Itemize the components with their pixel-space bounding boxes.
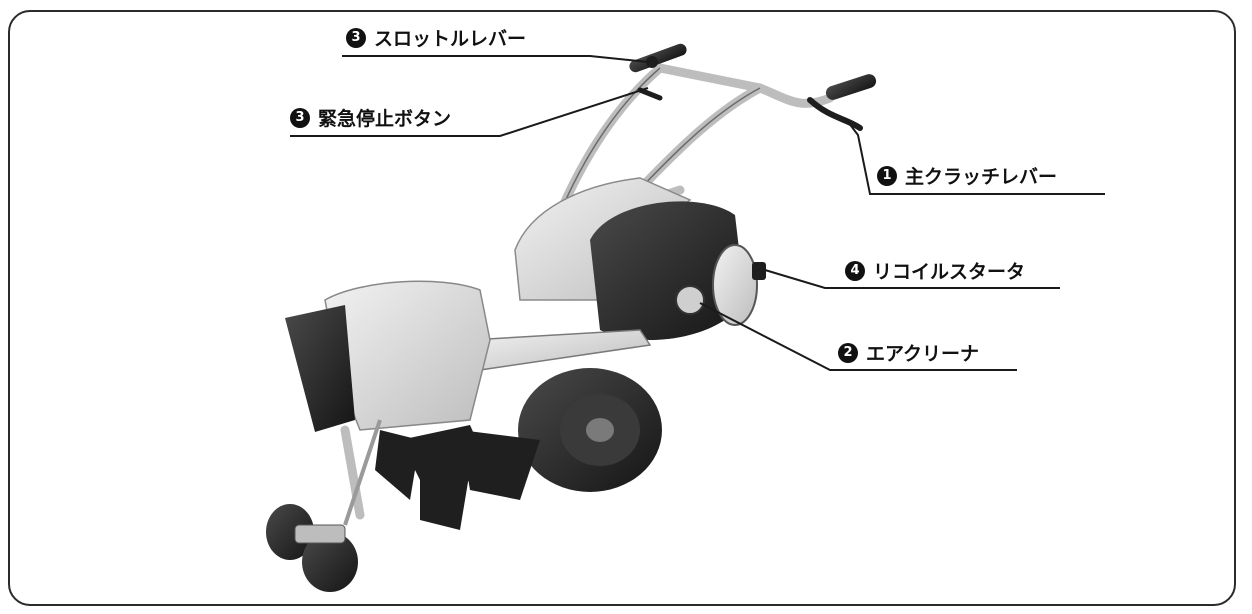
tines [375,425,540,530]
callout-recoil-starter: 4 リコイルスタータ [845,257,1025,284]
callout-label: エアクリーナ [866,343,980,365]
callout-throttle-lever: 3 スロットルレバー [346,24,526,51]
callout-main-clutch-lever: 1 主クラッチレバー [877,162,1057,189]
clutch-lever-shape [807,97,863,131]
leader-lines [290,55,1105,371]
engine [590,201,766,340]
callout-label: 主クラッチレバー [905,166,1058,188]
throttle-lever-shape [646,56,658,68]
leader-line-recoil [764,269,1060,289]
callout-label: 緊急停止ボタン [318,108,452,130]
callout-emergency-stop-button: 3 緊急停止ボタン [290,104,451,131]
emergency-stop-shape [637,87,663,101]
right-grip [825,74,877,100]
callout-number-badge: 3 [346,27,366,48]
callout-number-badge: 2 [838,342,858,363]
leader-line-clutch [844,117,1105,195]
air-cleaner-shape [675,285,705,315]
callout-label: スロットルレバー [374,28,527,50]
callout-number-badge: 4 [845,260,865,281]
leader-line-throttle [342,55,649,63]
recoil-starter-housing [712,244,758,326]
leader-line-emergency-stop [290,87,649,137]
callout-number-badge: 3 [290,107,310,128]
rear-wheel-assembly [266,419,382,592]
diagram-frame [8,10,1236,606]
left-grip [629,43,687,73]
tine-cover [324,280,491,431]
rear-cover [468,329,652,371]
callout-number-badge: 1 [877,165,897,186]
callout-label: リコイルスタータ [873,261,1026,283]
rear-flap [285,305,355,432]
recoil-starter-handle [752,262,766,280]
callout-air-cleaner: 2 エアクリーナ [838,339,979,366]
drive-wheel [518,368,662,492]
leader-line-air-cleaner [699,302,1017,371]
